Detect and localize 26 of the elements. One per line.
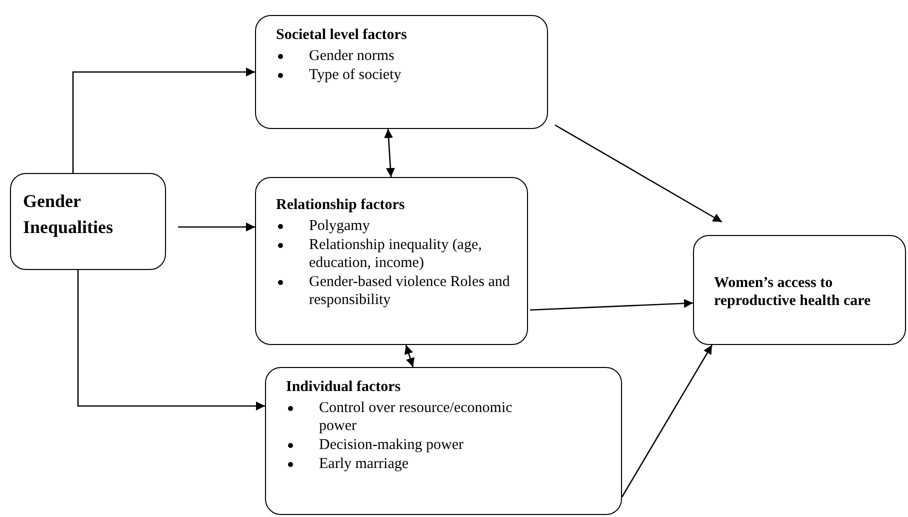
cause-box — [10, 173, 166, 270]
bullet-item: Control over resource/economic power — [286, 399, 531, 435]
box-heading: Gender Inequalities — [23, 190, 114, 239]
arrow — [72, 68, 255, 173]
arrow — [554, 124, 722, 223]
arrow — [77, 270, 265, 410]
box-heading: Societal level factors — [276, 26, 408, 44]
arrow — [530, 298, 694, 311]
factor-box — [265, 367, 622, 515]
bullet-item: Decision-making power — [286, 436, 531, 454]
bullet-item: Relationship inequality (age, education, income) — [276, 236, 513, 272]
factor-box — [255, 177, 528, 345]
arrow — [178, 222, 255, 232]
bullet-item: Type of society — [276, 66, 533, 84]
bullet-item: Early marriage — [286, 455, 531, 473]
box-heading: Individual factors — [286, 378, 402, 396]
bullet-item: Gender-based violence Roles and responsibility — [276, 273, 513, 309]
bullet-item: Polygamy — [276, 217, 513, 235]
arrow — [384, 128, 395, 178]
box-heading: Women’s access to reproductive health care — [714, 274, 872, 310]
arrow — [621, 344, 713, 498]
arrow — [404, 344, 415, 368]
factor-box — [255, 15, 548, 129]
box-heading: Relationship factors — [276, 196, 406, 214]
bullet-item: Gender norms — [276, 47, 533, 65]
outcome-box — [693, 235, 906, 345]
